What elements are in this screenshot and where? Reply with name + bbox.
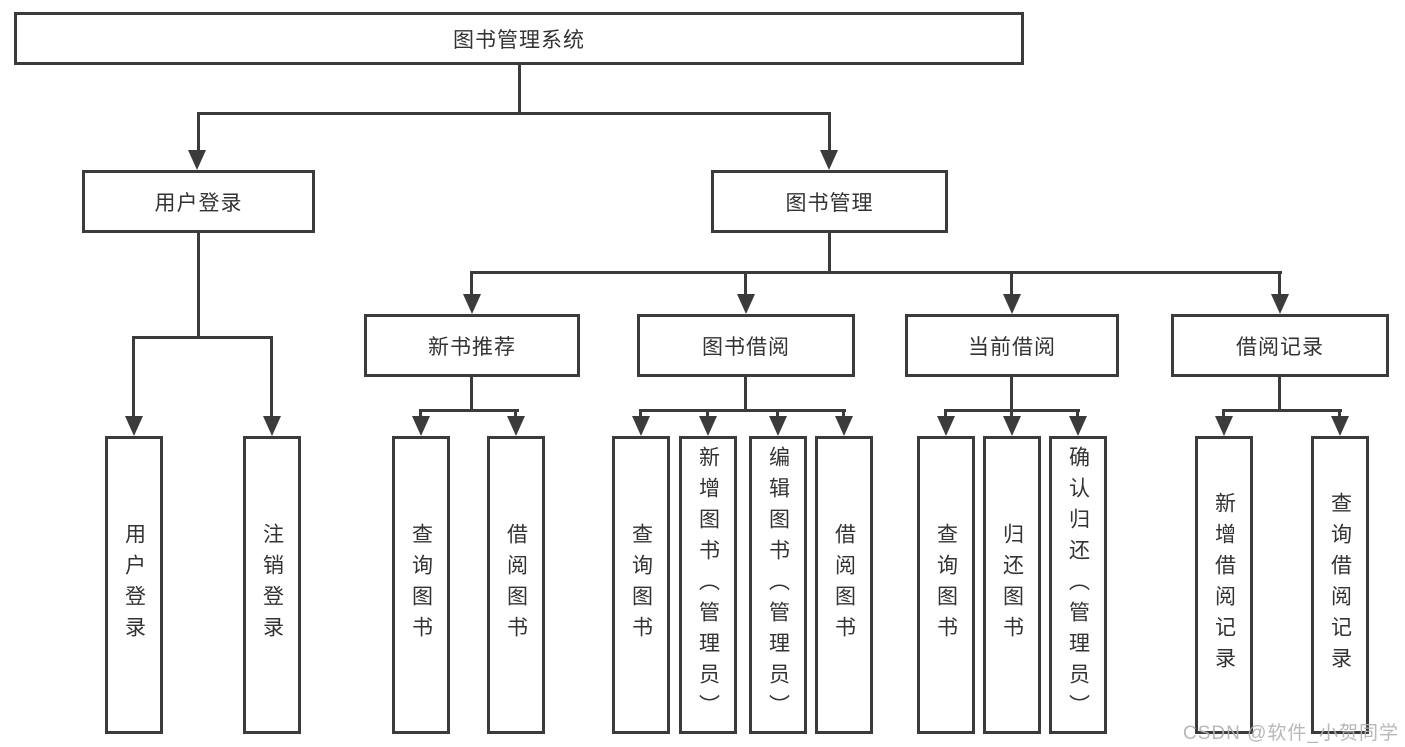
connector-line (944, 409, 947, 418)
connector-line (514, 409, 517, 418)
connector-line (1010, 271, 1013, 296)
connector-line (639, 409, 846, 412)
leaf-query-books-2-label: 查询图书 (629, 523, 653, 647)
node-new-book-recommend: 新书推荐 (364, 314, 580, 377)
leaf-edit-books-admin-label: 编辑图书（管理员） (766, 445, 790, 725)
connector-line (470, 377, 473, 412)
leaf-add-borrow-record-label: 新增借阅记录 (1212, 492, 1236, 678)
leaf-user-login: 用户登录 (105, 436, 163, 734)
connector-line (828, 112, 831, 152)
arrowhead-down-icon (769, 416, 787, 436)
connector-line (842, 409, 845, 418)
leaf-query-borrow-record: 查询借阅记录 (1311, 436, 1369, 734)
arrowhead-down-icon (699, 416, 717, 436)
leaf-edit-books-admin: 编辑图书（管理员） (749, 436, 807, 734)
node-current-borrow: 当前借阅 (905, 314, 1119, 377)
connector-line (1076, 409, 1079, 418)
connector-line (419, 409, 422, 418)
leaf-logout-label: 注销登录 (260, 523, 284, 647)
connector-line (197, 233, 200, 339)
node-book-management: 图书管理 (711, 170, 948, 233)
connector-line (1222, 409, 1225, 418)
leaf-add-borrow-record: 新增借阅记录 (1195, 436, 1253, 734)
leaf-query-books-2: 查询图书 (612, 436, 670, 734)
arrowhead-down-icon (835, 416, 853, 436)
leaf-borrow-books-1-label: 借阅图书 (504, 523, 528, 647)
connector-line (1338, 409, 1341, 418)
node-new-book-recommend-label: 新书推荐 (428, 335, 516, 359)
connector-line (518, 65, 521, 114)
node-user-login-label: 用户登录 (154, 191, 243, 215)
connector-line (1222, 409, 1342, 412)
connector-line (1010, 377, 1013, 412)
connector-line (270, 336, 273, 418)
arrowhead-down-icon (937, 416, 955, 436)
arrowhead-down-icon (125, 416, 143, 436)
connector-line (197, 112, 831, 115)
arrowhead-down-icon (1003, 294, 1021, 314)
leaf-logout: 注销登录 (243, 436, 301, 734)
arrowhead-down-icon (1331, 416, 1349, 436)
node-book-borrow-label: 图书借阅 (702, 335, 790, 359)
node-root: 图书管理系统 (14, 12, 1024, 65)
node-root-label: 图书管理系统 (453, 28, 585, 52)
leaf-user-login-label: 用户登录 (122, 523, 146, 647)
arrowhead-down-icon (1003, 416, 1021, 436)
node-book-borrow: 图书借阅 (637, 314, 855, 377)
connector-line (197, 112, 200, 152)
leaf-add-books-admin: 新增图书（管理员） (679, 436, 737, 734)
leaf-borrow-books-2-label: 借阅图书 (832, 523, 856, 647)
arrowhead-down-icon (820, 150, 838, 170)
leaf-borrow-books-1: 借阅图书 (487, 436, 545, 734)
arrowhead-down-icon (632, 416, 650, 436)
connector-line (1010, 409, 1013, 418)
leaf-confirm-return-admin-label: 确认归还（管理员） (1066, 445, 1090, 725)
connector-line (132, 336, 273, 339)
node-borrow-record-label: 借阅记录 (1236, 335, 1324, 359)
node-borrow-record: 借阅记录 (1171, 314, 1389, 377)
csdn-watermark: CSDN @软件_小贺同学 (1183, 723, 1399, 744)
leaf-query-books-3-label: 查询图书 (934, 523, 958, 647)
leaf-query-books-3: 查询图书 (917, 436, 975, 734)
leaf-return-books: 归还图书 (983, 436, 1041, 734)
leaf-query-books-1: 查询图书 (392, 436, 450, 734)
connector-line (419, 409, 519, 412)
node-user-login: 用户登录 (82, 170, 315, 233)
node-book-management-label: 图书管理 (785, 191, 874, 215)
connector-line (776, 409, 779, 418)
connector-line (132, 336, 135, 418)
leaf-return-books-label: 归还图书 (1000, 523, 1024, 647)
arrowhead-down-icon (412, 416, 430, 436)
arrowhead-down-icon (1069, 416, 1087, 436)
connector-line (706, 409, 709, 418)
leaf-query-borrow-record-label: 查询借阅记录 (1328, 492, 1352, 678)
connector-line (828, 233, 831, 274)
connector-line (639, 409, 642, 418)
connector-line (470, 271, 473, 296)
leaf-confirm-return-admin: 确认归还（管理员） (1049, 436, 1107, 734)
connector-line (744, 377, 747, 412)
node-current-borrow-label: 当前借阅 (968, 335, 1056, 359)
arrowhead-down-icon (188, 150, 206, 170)
arrowhead-down-icon (737, 294, 755, 314)
connector-line (1278, 271, 1281, 296)
arrowhead-down-icon (1215, 416, 1233, 436)
arrowhead-down-icon (507, 416, 525, 436)
connector-line (1278, 377, 1281, 412)
arrowhead-down-icon (263, 416, 281, 436)
connector-line (470, 271, 1282, 274)
leaf-query-books-1-label: 查询图书 (409, 523, 433, 647)
arrowhead-down-icon (463, 294, 481, 314)
leaf-borrow-books-2: 借阅图书 (815, 436, 873, 734)
connector-line (744, 271, 747, 296)
arrowhead-down-icon (1271, 294, 1289, 314)
leaf-add-books-admin-label: 新增图书（管理员） (696, 445, 720, 725)
